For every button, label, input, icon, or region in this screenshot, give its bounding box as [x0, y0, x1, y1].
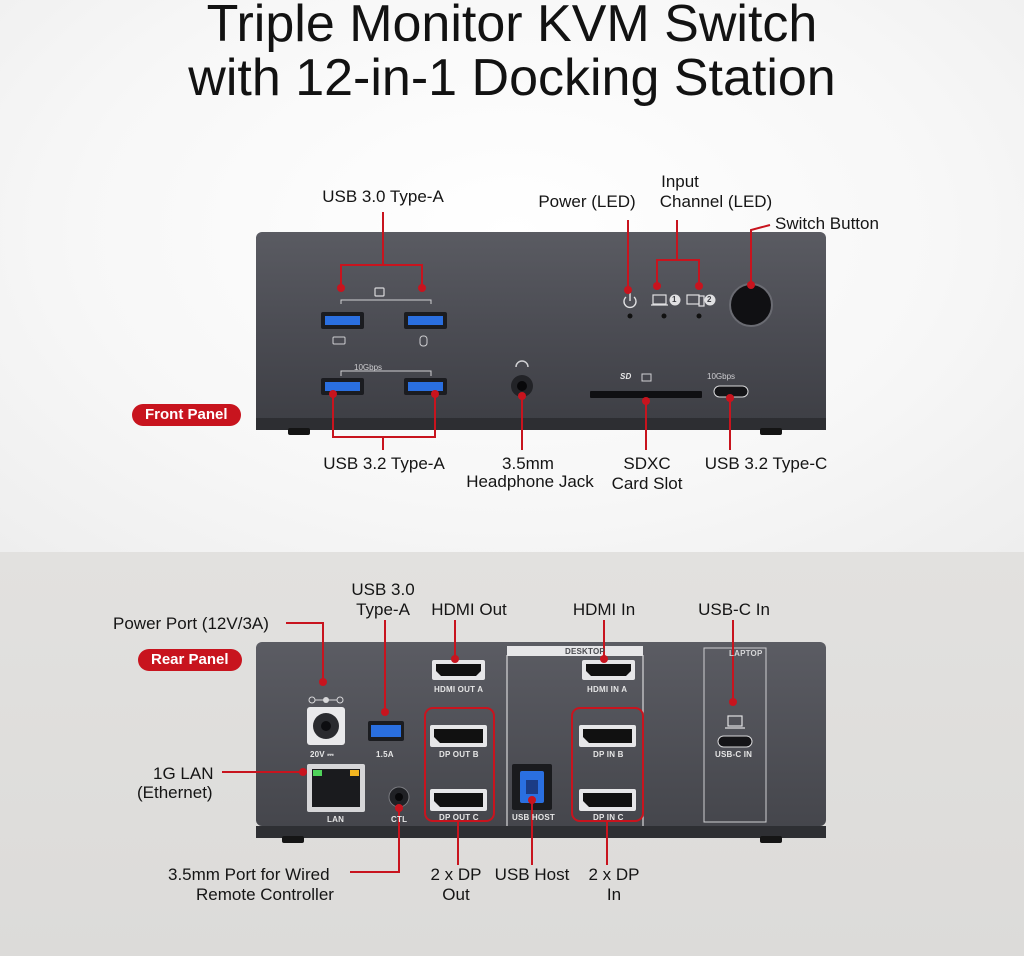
- dp-out-ports: [430, 725, 487, 811]
- switch-button: [729, 283, 773, 327]
- channel-2-mark: 2: [707, 295, 712, 304]
- label-sdxc-1: SDXC: [623, 454, 671, 473]
- channel-1-mark: 1: [672, 295, 677, 304]
- sd-card-slot: [590, 373, 702, 398]
- dc-power-jack: [307, 696, 345, 745]
- rear-callout-lines: [222, 620, 734, 873]
- label-usb30-rear-2: Type-A: [356, 600, 410, 619]
- hdmi-in-port: [582, 660, 635, 680]
- lan-port: [307, 764, 365, 812]
- label-usb30-typea: USB 3.0 Type-A: [322, 187, 444, 206]
- label-remote-2: Remote Controller: [196, 885, 334, 904]
- desktop-mark: DESKTOP: [565, 647, 605, 656]
- front-callout-lines: [332, 212, 771, 450]
- usb-host-mark: USB HOST: [512, 813, 555, 822]
- hdmi-in-a-mark: HDMI IN A: [587, 685, 628, 694]
- label-dp-in-1: 2 x DP: [588, 865, 640, 884]
- headphone-jack: [511, 360, 533, 397]
- label-dp-in-2: In: [606, 885, 622, 904]
- ctl-mark: CTL: [391, 815, 408, 824]
- usbc-in-mark: USB-C IN: [715, 750, 753, 759]
- usb-current-mark: 1.5A: [376, 750, 394, 759]
- laptop-mark: LAPTOP: [729, 649, 763, 658]
- label-hdmi-in: HDMI In: [572, 600, 636, 619]
- label-usbc-in: USB-C In: [698, 600, 770, 619]
- label-headphone-2: Headphone Jack: [466, 472, 594, 491]
- dc-rating-mark: 20V ⎓: [310, 750, 334, 759]
- status-leds: [623, 293, 716, 319]
- dp-out-c-mark: DP OUT C: [439, 813, 479, 822]
- label-dp-out-2: Out: [442, 885, 470, 904]
- dp-in-ports: [579, 725, 636, 811]
- rear-panel-badge: Rear Panel: [138, 649, 242, 671]
- dp-in-b-mark: DP IN B: [593, 750, 624, 759]
- usb-host-port: [512, 764, 552, 810]
- sd-logo: SD: [620, 372, 632, 381]
- label-input-channel-2: Channel (LED): [659, 192, 773, 211]
- title-line-1: Triple Monitor KVM Switch: [206, 0, 818, 53]
- label-dp-out-1: 2 x DP: [430, 865, 482, 884]
- title-line-2: with 12-in-1 Docking Station: [188, 49, 836, 107]
- label-switch-button: Switch Button: [775, 214, 879, 233]
- rear-usb-port: [368, 721, 404, 741]
- label-power-port: Power Port (12V/3A): [113, 614, 269, 633]
- front-10gbps-mark: 10Gbps: [354, 363, 383, 372]
- label-sdxc-2: Card Slot: [611, 474, 683, 493]
- label-usb32-typea: USB 3.2 Type-A: [323, 454, 445, 473]
- label-power-led: Power (LED): [538, 192, 636, 211]
- lan-mark: LAN: [327, 815, 345, 824]
- label-hdmi-out: HDMI Out: [431, 600, 507, 619]
- front-usb30-ports: [321, 287, 447, 347]
- front-device-body: [256, 232, 826, 435]
- label-input-channel-1: Input: [661, 172, 699, 191]
- front-usbc-10gbps-mark: 10Gbps: [707, 372, 736, 381]
- dp-in-c-mark: DP IN C: [593, 813, 624, 822]
- front-panel-badge: Front Panel: [132, 404, 241, 426]
- label-headphone-1: 3.5mm: [502, 454, 554, 473]
- front-callout-dots: [329, 281, 755, 405]
- hdmi-out-a-mark: HDMI OUT A: [434, 685, 484, 694]
- label-lan-1: 1G LAN: [153, 764, 214, 783]
- rear-callout-dots: [299, 655, 737, 812]
- hdmi-out-port: [432, 660, 485, 680]
- label-usb-host: USB Host: [494, 865, 570, 884]
- laptop-group-frame: [703, 647, 767, 823]
- dp-out-b-mark: DP OUT B: [439, 750, 479, 759]
- label-remote-1: 3.5mm Port for Wired: [168, 865, 330, 884]
- label-usb30-rear-1: USB 3.0: [351, 580, 415, 599]
- label-lan-2: (Ethernet): [137, 783, 213, 802]
- label-usb32-typec: USB 3.2 Type-C: [704, 454, 828, 473]
